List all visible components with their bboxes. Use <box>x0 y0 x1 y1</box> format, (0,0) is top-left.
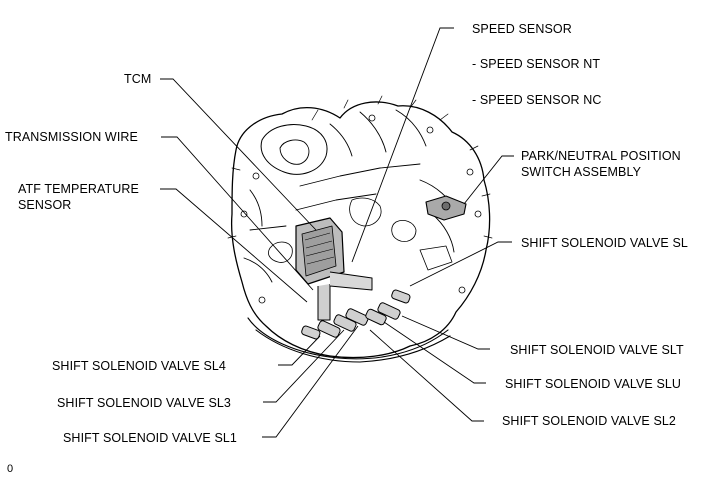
label-speed-sensor-nc: - SPEED SENSOR NC <box>472 93 602 107</box>
solenoid-valves <box>301 289 411 340</box>
label-speed-sensor-nt: - SPEED SENSOR NT <box>472 57 601 71</box>
transmission-case <box>230 101 491 359</box>
label-shift-solenoid-sl3: SHIFT SOLENOID VALVE SL3 <box>57 396 231 410</box>
leader-lines <box>160 27 514 438</box>
label-speed-sensor: SPEED SENSOR <box>472 22 572 36</box>
label-shift-solenoid-slt: SHIFT SOLENOID VALVE SLT <box>510 343 684 357</box>
label-transmission-wire: TRANSMISSION WIRE <box>5 130 138 144</box>
label-shift-solenoid-sl2: SHIFT SOLENOID VALVE SL2 <box>502 414 676 428</box>
label-atf-temperature-sensor: ATF TEMPERATURE SENSOR <box>18 182 139 212</box>
label-shift-solenoid-slu: SHIFT SOLENOID VALVE SLU <box>505 377 682 391</box>
label-shift-solenoid-sl: SHIFT SOLENOID VALVE SL <box>521 236 688 250</box>
case-bolts <box>240 114 482 304</box>
label-tcm: TCM <box>124 72 152 86</box>
figure-code: 0 <box>7 463 14 475</box>
tcm-module <box>295 217 373 321</box>
label-shift-solenoid-sl4: SHIFT SOLENOID VALVE SL4 <box>52 359 226 373</box>
label-shift-solenoid-sl1: SHIFT SOLENOID VALVE SL1 <box>63 431 237 445</box>
label-park-neutral-switch: PARK/NEUTRAL POSITION SWITCH ASSEMBLY <box>521 149 681 179</box>
park-neutral-switch-part <box>425 195 467 221</box>
bell-housing <box>260 124 328 175</box>
